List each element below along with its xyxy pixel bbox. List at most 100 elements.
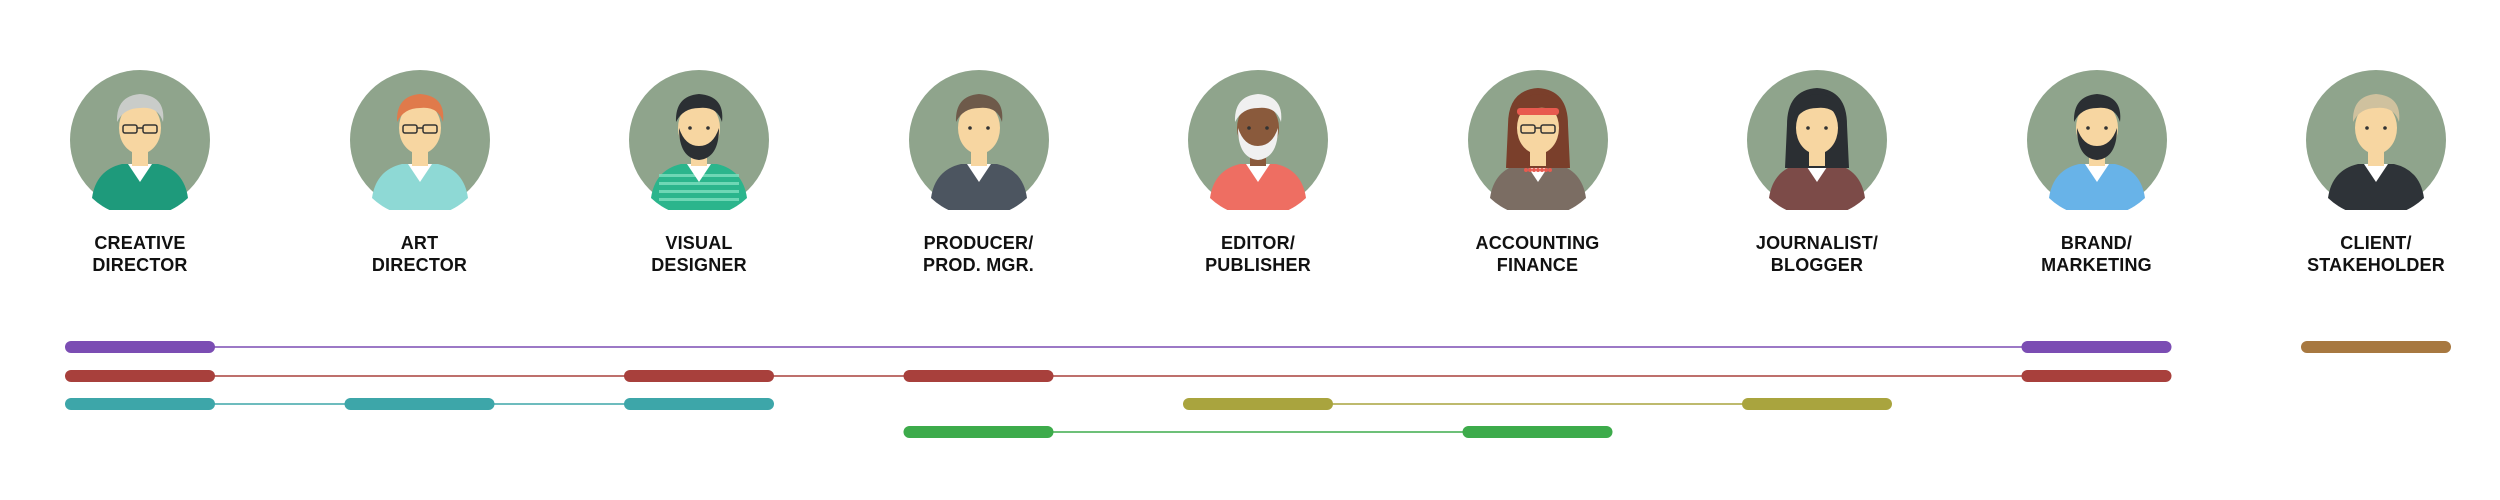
collar <box>407 164 432 182</box>
role-label: JOURNALIST/BLOGGER <box>1697 232 1937 276</box>
eye <box>2365 126 2369 130</box>
collar <box>128 164 152 182</box>
collar <box>1525 164 1550 182</box>
glasses-lens <box>122 124 138 134</box>
avatar-white-hair-beard-dark-skin-icon <box>1188 70 1328 210</box>
eye <box>688 126 692 130</box>
role-label-line1: CLIENT/ <box>2340 233 2412 253</box>
shirt <box>2328 164 2424 210</box>
eye <box>967 126 972 130</box>
glasses-lens <box>1539 124 1556 134</box>
collar <box>2364 164 2388 182</box>
hair <box>1234 94 1282 122</box>
avatar-black-long-hair-brown-top-icon <box>1747 70 1887 210</box>
shirt-stripe <box>659 190 739 193</box>
persona-journalist: JOURNALIST/BLOGGER <box>1697 70 1937 276</box>
eye <box>1265 126 1269 130</box>
glasses-lens <box>421 124 438 134</box>
eye <box>1806 126 1810 130</box>
lane-pill <box>65 341 215 353</box>
role-label-line2: STAKEHOLDER <box>2307 255 2445 275</box>
hair <box>675 94 723 122</box>
collar <box>1805 164 1829 182</box>
role-label-line2: MARKETING <box>2041 255 2152 275</box>
role-label: BRAND/MARKETING <box>1977 232 2217 276</box>
hair <box>396 94 443 122</box>
beard <box>679 128 719 160</box>
collaboration-lane <box>903 426 1613 438</box>
avatar-long-brown-hair-suit-icon <box>908 70 1049 210</box>
shirt <box>1769 164 1865 210</box>
eye <box>985 126 990 130</box>
role-label-line2: FINANCE <box>1496 255 1579 275</box>
role-label: EDITOR/PUBLISHER <box>1138 232 1378 276</box>
avatar-black-hair-beard-striped-shirt-icon <box>629 70 769 210</box>
hair <box>2352 94 2400 122</box>
face <box>678 102 720 154</box>
lane-pill <box>624 398 774 410</box>
lane-pill <box>2301 341 2451 353</box>
shirt <box>92 164 188 210</box>
role-label: CLIENT/STAKEHOLDER <box>2256 232 2496 276</box>
collaboration-lane <box>2301 341 2451 353</box>
face <box>2075 102 2118 154</box>
lane-pill <box>1183 398 1333 410</box>
headband <box>1516 108 1559 115</box>
lane-pill <box>1462 426 1613 438</box>
collaboration-lane <box>1183 398 1892 410</box>
hair <box>955 94 1002 122</box>
glasses-lens <box>142 124 158 134</box>
glasses-lens <box>1519 124 1536 134</box>
persona-client: CLIENT/STAKEHOLDER <box>2256 70 2496 276</box>
face <box>957 102 1000 154</box>
face <box>1796 102 1838 154</box>
lane-pill <box>903 426 1054 438</box>
shirt <box>371 164 468 210</box>
necklace-bead <box>1535 168 1540 172</box>
hair <box>116 94 164 122</box>
collar <box>687 164 711 182</box>
eye <box>2103 126 2108 130</box>
collar <box>2084 164 2109 182</box>
lane-pill <box>903 370 1054 382</box>
necklace-bead <box>1539 168 1544 172</box>
avatar-blond-hair-dark-suit-icon <box>2306 70 2446 210</box>
collar <box>966 164 991 182</box>
persona-editor: EDITOR/PUBLISHER <box>1138 70 1378 276</box>
role-label-line1: BRAND/ <box>2060 233 2133 253</box>
shirt <box>1210 164 1306 210</box>
role-label-line2: DESIGNER <box>651 255 747 275</box>
lane-pill <box>2021 341 2172 353</box>
shirt <box>2048 164 2145 210</box>
lane-pill <box>1742 398 1892 410</box>
hair <box>1793 94 1841 122</box>
necklace-bead <box>1523 168 1528 172</box>
lane-pill <box>2021 370 2172 382</box>
beard <box>2076 128 2117 160</box>
collaboration-lane <box>65 398 774 410</box>
avatar-red-hair-glasses-teal-shirt-icon <box>349 70 490 210</box>
shirt <box>1489 164 1586 210</box>
collaboration-lane <box>65 370 2172 382</box>
avatar-black-hair-beard-blue-shirt-icon <box>2026 70 2167 210</box>
beard <box>1238 128 1278 160</box>
role-label-line1: PRODUCER/ <box>923 233 1034 253</box>
role-label-line2: BLOGGER <box>1770 255 1864 275</box>
eye <box>2383 126 2387 130</box>
role-label: PRODUCER/PROD. MGR. <box>859 232 1099 276</box>
lane-pill <box>65 398 215 410</box>
collaboration-lane <box>65 341 2172 353</box>
necklace-bead <box>1547 168 1552 172</box>
role-label-line2: DIRECTOR <box>371 255 468 275</box>
role-label-line1: JOURNALIST/ <box>1755 233 1879 253</box>
shirt <box>930 164 1027 210</box>
role-label-line2: PROD. MGR. <box>922 255 1034 275</box>
